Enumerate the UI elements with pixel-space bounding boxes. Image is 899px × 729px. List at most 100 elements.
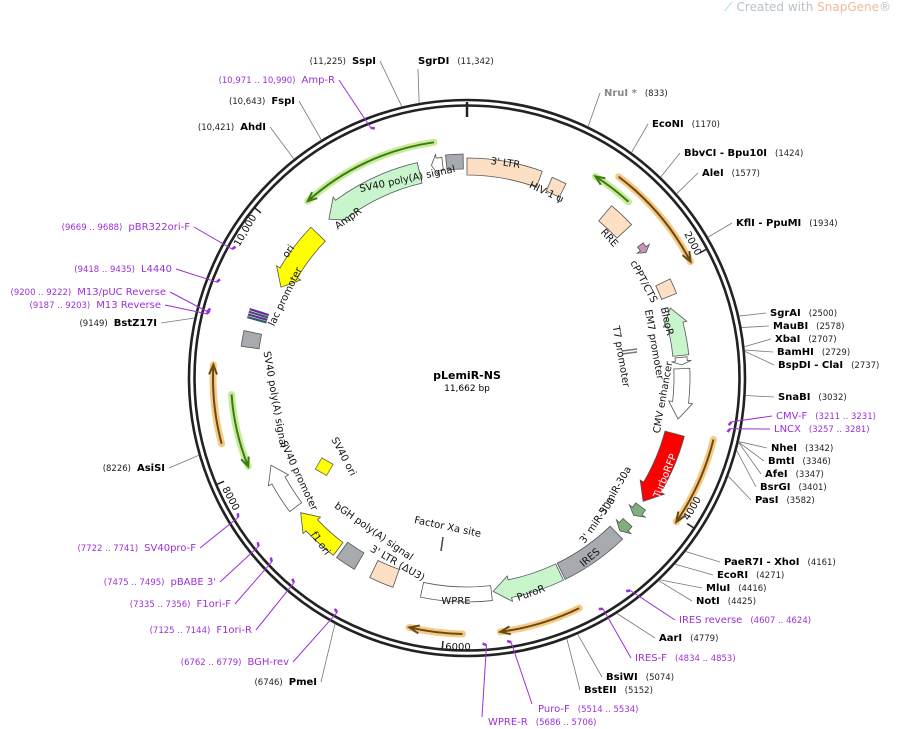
orf-arc[interactable]	[307, 141, 435, 202]
lac-promoter-mark[interactable]	[246, 316, 267, 324]
enzyme-site-label[interactable]: BsrGI(3401)	[760, 482, 827, 493]
primer-binding-mark[interactable]	[506, 639, 512, 644]
primer-binding-mark[interactable]	[215, 278, 221, 284]
orf-arc[interactable]	[230, 394, 250, 467]
primer-binding-mark[interactable]	[205, 309, 211, 315]
primer-label[interactable]: Puro-F(5514 .. 5534)	[538, 704, 638, 715]
primer-label[interactable]: IRES-F(4834 .. 4853)	[635, 653, 736, 664]
cmv-enhancer-arrow[interactable]	[667, 367, 694, 420]
ires-box[interactable]	[556, 525, 624, 580]
primer-binding-mark[interactable]	[625, 589, 631, 593]
enzyme-site-label[interactable]: (9149)BstZ17I	[79, 318, 157, 329]
lac-promoter-mark[interactable]	[248, 310, 269, 319]
enzyme-site-label[interactable]: PasI(3582)	[755, 495, 815, 506]
primer-binding-mark[interactable]	[333, 608, 339, 614]
enzyme-site-label[interactable]: BstEII(5152)	[584, 685, 653, 696]
enzyme-site-label[interactable]: (10,643)FspI	[229, 96, 295, 107]
cppt-cts-arrow[interactable]	[635, 242, 651, 254]
primer-binding-mark[interactable]	[269, 557, 274, 562]
enzyme-site-label[interactable]: MluI(4416)	[706, 583, 766, 594]
tick-mark	[254, 207, 262, 214]
enzyme-site-label[interactable]: (10,421)AhdI	[198, 122, 266, 133]
primer-label[interactable]: LNCX(3257 .. 3281)	[774, 424, 870, 435]
primer-label[interactable]: (7475 .. 7495)pBABE 3'	[104, 577, 216, 588]
lac-promoter-mark[interactable]	[247, 313, 268, 322]
factor-xa-site-mark[interactable]	[440, 536, 444, 552]
peach-box[interactable]	[655, 278, 678, 300]
primer-label[interactable]: IRES reverse(4607 .. 4624)	[679, 615, 811, 626]
5-mir30a-arrow[interactable]	[628, 502, 647, 518]
em7-promoter-arrow[interactable]	[671, 356, 692, 366]
sv40-promoter-arrow[interactable]	[267, 464, 303, 513]
ori-arrow[interactable]	[276, 226, 326, 288]
primer-binding-mark[interactable]	[727, 421, 733, 427]
enzyme-site-label[interactable]: XbaI(2707)	[775, 334, 837, 345]
primer-name: F1ori-R	[216, 625, 252, 636]
orf-arc[interactable]	[212, 364, 223, 444]
primer-label[interactable]: (9187 .. 9203)M13 Reverse	[30, 300, 161, 311]
primer-binding-mark[interactable]	[482, 642, 487, 647]
sv40-ori-mark[interactable]	[314, 457, 334, 477]
orf-arc[interactable]	[500, 607, 580, 633]
primer-binding-mark[interactable]	[370, 126, 376, 130]
primer-label[interactable]: (9669 .. 9688)pBR322ori-F	[62, 222, 191, 233]
enzyme-site-label[interactable]: MauBI(2578)	[773, 321, 844, 332]
enzyme-site-label[interactable]: BsiWI(5074)	[606, 672, 674, 683]
primer-label[interactable]: (7125 .. 7144)F1ori-R	[150, 625, 252, 636]
primer-label[interactable]: (7722 .. 7741)SV40pro-F	[77, 543, 196, 554]
enzyme-site-label[interactable]: NheI(3342)	[771, 443, 833, 454]
primer-label[interactable]: (9418 .. 9435)L4440	[74, 264, 172, 275]
gray-box-top[interactable]	[445, 153, 464, 171]
3-ltr-du3-box[interactable]	[369, 559, 400, 588]
enzyme-site-label[interactable]: PaeR7I - XhoI(4161)	[724, 557, 836, 568]
f1-ori-arrow[interactable]	[300, 512, 344, 556]
primer-binding-mark[interactable]	[291, 578, 296, 584]
primer-binding-mark[interactable]	[726, 427, 732, 433]
enzyme-site-label[interactable]: EcoNI(1170)	[652, 119, 720, 130]
enzyme-site-label[interactable]: BmtI(3346)	[768, 456, 831, 467]
enzyme-site-label[interactable]: AarI(4779)	[659, 633, 718, 644]
primer-binding-mark[interactable]	[231, 245, 237, 251]
enzyme-site-label[interactable]: NruI *(833)	[604, 88, 668, 99]
enzyme-site-label[interactable]: SnaBI(3032)	[778, 392, 847, 403]
lac-promoter-mark[interactable]	[249, 308, 270, 317]
hiv1-psi-box[interactable]	[545, 176, 567, 198]
enzyme-site-label[interactable]: NotI(4425)	[696, 596, 756, 607]
enzyme-site-label[interactable]: AleI(1577)	[702, 168, 760, 179]
primer-leader-line	[510, 642, 533, 705]
primer-label[interactable]: (10,971 .. 10,990)Amp-R	[219, 75, 335, 86]
enzyme-site-label[interactable]: BamHI(2729)	[777, 347, 850, 358]
bleor-arrow[interactable]	[662, 307, 690, 357]
primer-label[interactable]: (7335 .. 7356)F1ori-F	[130, 599, 231, 610]
enzyme-site-label[interactable]: SgrAI(2500)	[770, 308, 837, 319]
orf-arc[interactable]	[618, 175, 692, 263]
enzyme-name: XbaI	[775, 334, 800, 345]
enzyme-site-label[interactable]: (6746)PmeI	[254, 677, 317, 688]
primer-label[interactable]: WPRE-R(5686 .. 5706)	[488, 717, 596, 728]
enzyme-site-label[interactable]: BbvCI - Bpu10I(1424)	[684, 148, 803, 159]
enzyme-site-label[interactable]: BspDI - ClaI(2737)	[778, 360, 879, 371]
enzyme-site-label[interactable]: SgrDI(11,342)	[418, 56, 494, 67]
enzyme-site-label[interactable]: (8226)AsiSI	[103, 463, 165, 474]
puror-arrow[interactable]	[492, 563, 564, 603]
primer-label[interactable]: (9200 .. 9222)M13/pUC Reverse	[11, 287, 166, 298]
enzyme-site-label[interactable]: (11,225)SspI	[310, 56, 376, 67]
3-ltr-box[interactable]	[466, 157, 543, 188]
primer-label[interactable]: (6762 .. 6779)BGH-rev	[181, 657, 289, 668]
t7-promoter-mark[interactable]	[621, 348, 638, 352]
ampr-arrow[interactable]	[328, 162, 423, 221]
gray-box[interactable]	[335, 541, 365, 570]
enzyme-site-label[interactable]: KflI - PpuMI(1934)	[736, 218, 838, 229]
orf-arc[interactable]	[675, 439, 715, 523]
primer-label[interactable]: CMV-F(3211 .. 3231)	[776, 411, 876, 422]
gray-box-left[interactable]	[240, 330, 263, 350]
primer-binding-mark[interactable]	[256, 542, 260, 547]
enzyme-site-label[interactable]: AfeI(3347)	[765, 469, 824, 480]
turborfp-arrow[interactable]	[639, 430, 685, 502]
wpre-box[interactable]	[419, 581, 493, 603]
sv40-polya-arrow[interactable]	[430, 154, 444, 176]
rre-box[interactable]	[598, 205, 633, 239]
t7-promoter-mark[interactable]	[621, 351, 638, 355]
3-mir30a-arrow[interactable]	[615, 517, 633, 535]
enzyme-site-label[interactable]: EcoRI(4271)	[717, 570, 784, 581]
